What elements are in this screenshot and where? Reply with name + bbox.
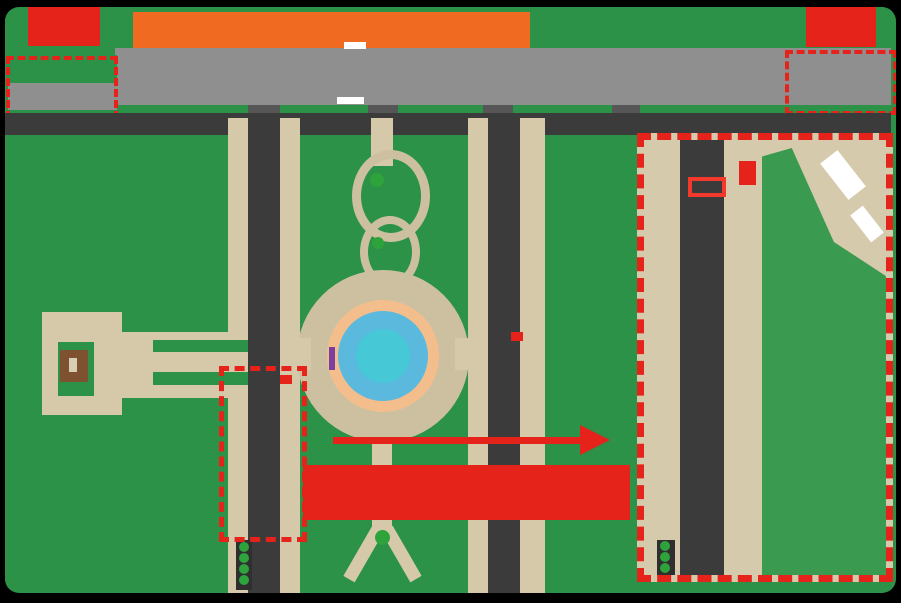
road-gap — [368, 105, 398, 114]
fountain-pool-center — [356, 329, 410, 383]
pointer-arrow-head — [580, 425, 610, 455]
left-entrance-badge — [28, 7, 100, 46]
road-gap — [248, 105, 280, 114]
banner-title — [303, 465, 630, 520]
highlight-spot-outline — [688, 177, 726, 197]
corner-booth-label — [820, 150, 866, 200]
east-link-path — [455, 338, 470, 370]
left-entrance-label — [8, 83, 117, 110]
west-link-path — [297, 338, 311, 370]
cross-road — [5, 113, 891, 135]
stage-strip — [133, 12, 530, 50]
stage-marker — [329, 347, 335, 370]
detail-panel — [637, 133, 893, 582]
crosswalk — [337, 97, 364, 104]
park-map — [5, 7, 896, 593]
garden-ring — [360, 216, 420, 288]
left-entrance-green — [8, 55, 117, 85]
main-road — [115, 48, 891, 105]
tree-icon — [375, 530, 390, 545]
roadshow-label — [430, 83, 510, 100]
e-c-strip-road — [248, 118, 280, 593]
service-desk-label — [739, 161, 756, 185]
pointer-arrow — [333, 437, 585, 444]
corridor-lawn — [153, 340, 248, 352]
crosswalk — [344, 42, 366, 49]
corridor-lawn — [153, 372, 248, 385]
road-gap — [483, 105, 513, 114]
building-sign — [69, 358, 77, 372]
tree-icon — [372, 237, 384, 249]
tree-cluster-icon — [236, 540, 252, 590]
tree-cluster-icon — [657, 540, 675, 575]
service-desk-marker — [511, 332, 523, 341]
road-gap — [612, 105, 640, 114]
service-desk-marker — [280, 375, 292, 384]
d-b-strip-road — [488, 118, 520, 593]
tree-icon — [370, 173, 384, 187]
f-zone-label — [155, 83, 245, 100]
right-entrance-badge — [806, 7, 876, 47]
corner-booth-partial — [850, 205, 884, 243]
right-entrance-label — [787, 73, 891, 100]
detail-panel-content — [644, 140, 886, 575]
detail-road — [680, 140, 724, 575]
